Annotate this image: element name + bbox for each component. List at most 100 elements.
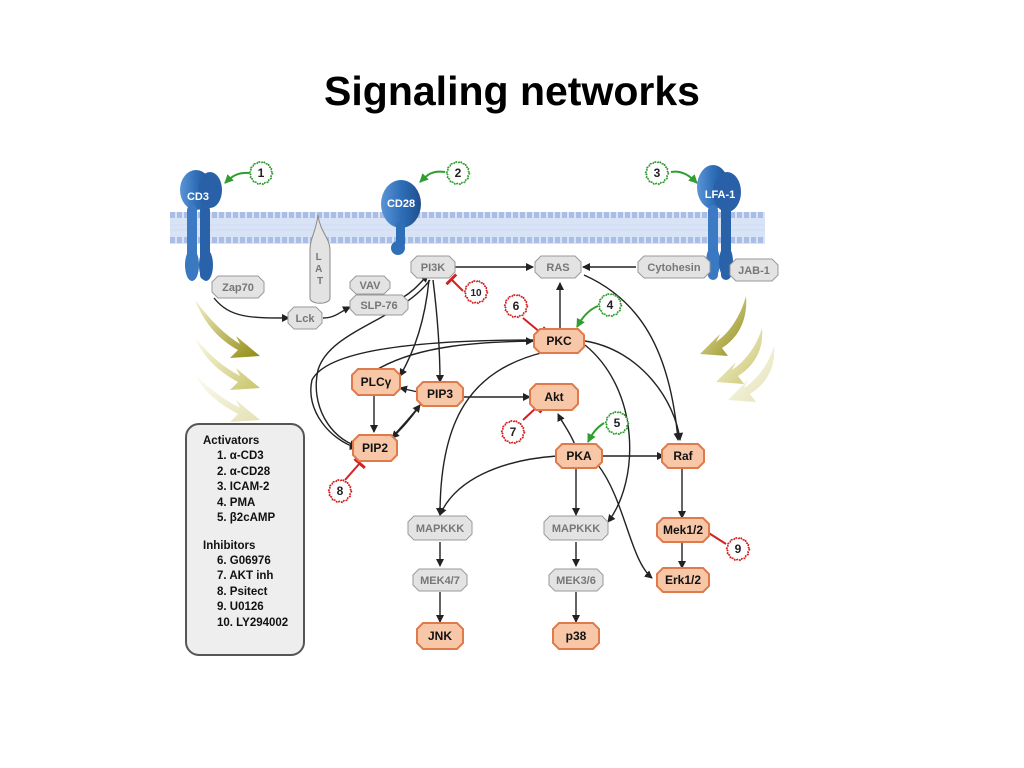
mapkkk1-label: MAPKKK xyxy=(416,523,464,535)
edge-pip2-pip3 xyxy=(389,404,421,441)
pi3k-label: PI3K xyxy=(421,262,446,274)
plcg-label: PLCγ xyxy=(361,375,392,389)
activator-edges xyxy=(224,170,698,443)
edge-pi3k-plcg xyxy=(399,279,430,377)
pkc-label: PKC xyxy=(546,334,572,348)
activate-3-lfa1 xyxy=(670,170,698,184)
lat-node[interactable]: L A T xyxy=(309,214,331,304)
mapkkk2-node[interactable]: MAPKKK xyxy=(543,515,609,541)
edge-pka-akt xyxy=(557,413,576,446)
erk12-label: Erk1/2 xyxy=(665,573,701,587)
erk12-node[interactable]: Erk1/2 xyxy=(656,567,710,593)
cd28-label: CD28 xyxy=(387,198,415,210)
jnk-node[interactable]: JNK xyxy=(416,622,464,650)
p38-label: p38 xyxy=(566,629,587,643)
inhibit-8-pip2 xyxy=(344,457,366,481)
akt-node[interactable]: Akt xyxy=(529,383,579,411)
jab1-label: JAB-1 xyxy=(738,265,770,277)
cell-membrane xyxy=(170,212,765,244)
slp76-node[interactable]: SLP-76 xyxy=(349,294,409,316)
activate-2-cd28 xyxy=(419,170,446,183)
inhibit-10-pi3k xyxy=(445,273,464,292)
lat-letter-t: T xyxy=(317,276,323,287)
legend-inhibitor-item: 8. Psitect xyxy=(217,585,268,598)
jab1-node[interactable]: JAB-1 xyxy=(729,258,779,282)
plcg-node[interactable]: PLCγ xyxy=(351,368,401,396)
edge-plcg-pkc xyxy=(377,337,534,370)
zap70-label: Zap70 xyxy=(222,282,254,294)
pi3k-node[interactable]: PI3K xyxy=(410,255,456,279)
pip2-node[interactable]: PIP2 xyxy=(352,434,398,462)
badge-number: 9 xyxy=(735,542,742,556)
legend-activators-title: Activators xyxy=(203,435,260,447)
inhibitor-badge-10: 10 xyxy=(462,279,490,305)
slp76-label: SLP-76 xyxy=(360,300,397,312)
mapkkk2-label: MAPKKK xyxy=(552,523,600,535)
activate-1-cd3 xyxy=(224,171,251,184)
mapkkk1-node[interactable]: MAPKKK xyxy=(407,515,473,541)
edge-pip3-plcg xyxy=(399,385,419,394)
mek12-label: Mek1/2 xyxy=(663,523,703,537)
ras-node[interactable]: RAS xyxy=(534,255,582,279)
lck-label: Lck xyxy=(296,313,316,325)
activator-badge-2: 2 xyxy=(444,160,472,186)
p38-node[interactable]: p38 xyxy=(552,622,600,650)
lat-letter-l: L xyxy=(316,252,322,263)
badge-number: 6 xyxy=(513,299,520,313)
cytohesin-node[interactable]: Cytohesin xyxy=(637,255,711,279)
inhibitor-edges xyxy=(344,273,727,545)
badge-number: 4 xyxy=(607,298,614,312)
cd28-receptor[interactable]: CD28 xyxy=(381,180,421,255)
mek36-node[interactable]: MEK3/6 xyxy=(548,568,604,592)
pip3-label: PIP3 xyxy=(427,387,453,401)
edge-pka-erk xyxy=(597,464,653,579)
legend-activator-item: 5. β2cAMP xyxy=(217,512,276,524)
left-signal-arrows xyxy=(195,300,260,422)
pka-node[interactable]: PKA xyxy=(555,443,603,469)
activator-badge-4: 4 xyxy=(596,292,624,318)
legend-inhibitor-item: 6. G06976 xyxy=(217,554,271,567)
zap70-node[interactable]: Zap70 xyxy=(211,275,265,299)
legend-activator-item: 3. ICAM-2 xyxy=(217,481,270,493)
vav-label: VAV xyxy=(360,280,382,292)
badge-number: 2 xyxy=(455,166,462,180)
edge-lck-slp76 xyxy=(322,306,351,319)
edge-ras-raf xyxy=(583,274,682,441)
lck-node[interactable]: Lck xyxy=(287,306,323,330)
activator-badge-3: 3 xyxy=(643,160,671,186)
edge-zap70-lck xyxy=(213,297,290,322)
mek36-label: MEK3/6 xyxy=(556,575,596,587)
edge-pkc-pip2 xyxy=(310,339,534,450)
activate-4-pkc xyxy=(576,305,599,328)
pip3-node[interactable]: PIP3 xyxy=(416,381,464,407)
lfa1-label: LFA-1 xyxy=(705,189,736,201)
edge-pkc-mapkkk2 xyxy=(584,344,631,523)
vav-node[interactable]: VAV xyxy=(349,275,391,295)
left-arrow-1 xyxy=(195,300,260,358)
edge-pka-mapkkk1 xyxy=(439,455,558,516)
slide-title: Signaling networks xyxy=(324,68,700,114)
legend-inhibitor-item: 10. LY294002 xyxy=(217,616,289,629)
cd3-receptor[interactable]: CD3 xyxy=(180,170,222,281)
mek47-node[interactable]: MEK4/7 xyxy=(412,568,468,592)
raf-label: Raf xyxy=(673,449,693,463)
edge-pkc-raf xyxy=(584,340,684,441)
pkc-node[interactable]: PKC xyxy=(533,328,585,354)
inhibitor-badge-6: 6 xyxy=(502,293,530,319)
left-arrow-3 xyxy=(195,374,260,422)
legend-activator-item: 1. α-CD3 xyxy=(217,450,264,462)
activator-badge-5: 5 xyxy=(603,410,631,436)
right-arrow-2 xyxy=(716,328,763,384)
cytohesin-label: Cytohesin xyxy=(647,262,700,274)
right-arrow-3 xyxy=(728,346,775,402)
legend-inhibitors-title: Inhibitors xyxy=(203,539,256,552)
mek12-node[interactable]: Mek1/2 xyxy=(656,517,710,543)
raf-node[interactable]: Raf xyxy=(661,443,705,469)
jnk-label: JNK xyxy=(428,629,452,643)
inhibitor-badge-7: 7 xyxy=(499,419,527,445)
inhibitor-badge-9: 9 xyxy=(724,536,752,562)
pip2-label: PIP2 xyxy=(362,441,388,455)
right-signal-arrows xyxy=(700,296,775,402)
badge-number: 1 xyxy=(258,166,265,180)
